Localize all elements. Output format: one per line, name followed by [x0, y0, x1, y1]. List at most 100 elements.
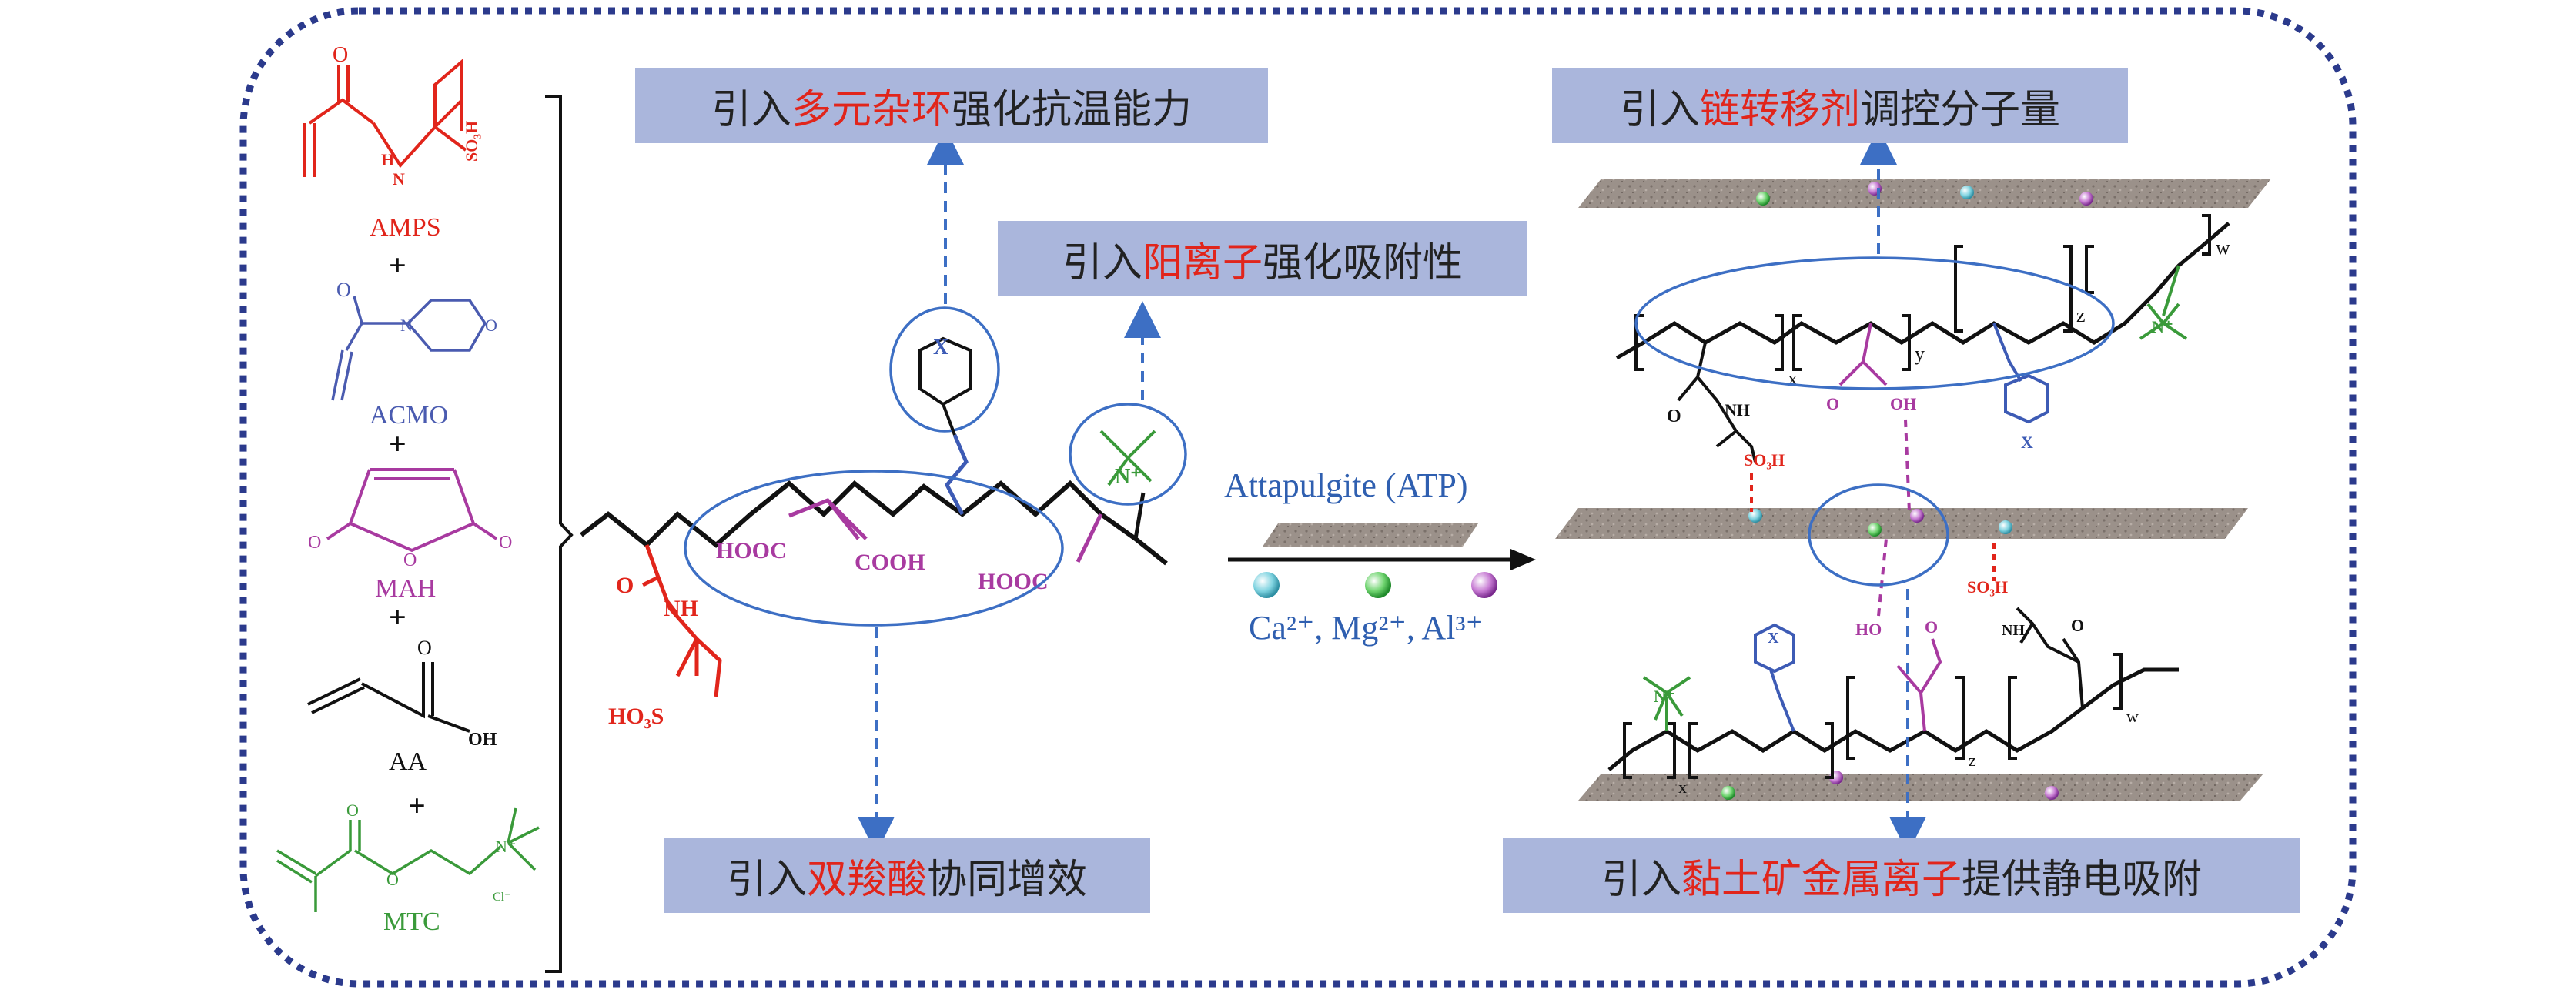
plus-2: + [389, 426, 406, 461]
sub-z-upper: z [2076, 304, 2086, 326]
monomer-amps [303, 58, 467, 177]
ion-top-1 [1756, 192, 1770, 206]
atom-o-mah-ring: O [403, 550, 417, 570]
ions-label: Ca²⁺, Mg²⁺, Al³⁺ [1249, 609, 1484, 647]
group-so3h-amps: SO₃H [462, 121, 481, 162]
sub-y-upper: y [1915, 343, 1925, 365]
atom-n-plus-polymer: N⁺ [1115, 465, 1142, 489]
group-hooc-2: HOOC [978, 569, 1049, 594]
group-so3h-lower: SO₃H [1967, 577, 2008, 597]
ion-bot-3 [2045, 786, 2059, 800]
atom-x-upper: X [2021, 433, 2033, 452]
reagent-label: Attapulgite (ATP) [1224, 466, 1468, 504]
sub-x-lower: x [1678, 777, 1687, 797]
polymer-side-ring-link [945, 434, 969, 516]
label-dicarboxylic: 引入双羧酸协同增效 [664, 838, 1150, 913]
label-chain-transfer-pre: 引入 [1619, 86, 1700, 133]
clay-sheet-middle [1555, 508, 2248, 539]
label-cation-post: 强化吸附性 [1263, 239, 1464, 286]
group-hn-lower: NH [2002, 622, 2025, 639]
group-nh-polymer: NH [664, 596, 698, 621]
group-oh-aa: OH [468, 730, 497, 750]
group-hooc-1: HOOC [716, 538, 787, 563]
atom-o-upper: O [1667, 406, 1681, 426]
atom-o-mtc-top: O [346, 801, 359, 820]
dotted-frame [239, 7, 2357, 988]
lower-cation-side [1642, 676, 1691, 731]
chain-ellipse [1634, 256, 2115, 390]
lower-ring-side [1754, 623, 1795, 732]
ion-binding-ellipse [1808, 483, 1949, 587]
ion-al-icon [1471, 572, 1497, 598]
label-heterocycle-hl: 多元杂环 [791, 86, 952, 133]
label-heterocycle: 引入多元杂环强化抗温能力 [635, 68, 1268, 143]
atom-h-amps: H [381, 150, 394, 169]
ion-mid-4 [1999, 520, 2012, 534]
label-cation-pre: 引入 [1062, 239, 1142, 286]
sub-w-upper: w [2216, 236, 2230, 259]
polymer-side-carboxyl [788, 497, 868, 540]
polymer-backbone [580, 480, 1168, 566]
clay-sheet-bottom [1578, 774, 2263, 801]
upper-brackets [1634, 214, 2211, 371]
label-chain-transfer-post: 调控分子量 [1860, 86, 2061, 133]
monomer-acmo [331, 296, 487, 401]
carboxyl-ellipse [684, 470, 1064, 627]
label-clay-ions: 引入黏土矿金属离子提供静电吸附 [1503, 838, 2300, 913]
reaction-clay-sheet [1263, 523, 1478, 547]
polymer-side-amps [641, 544, 722, 697]
atom-n-mtc: N⁺ [495, 837, 517, 856]
label-cation-hl: 阳离子 [1142, 239, 1263, 286]
ion-bot-1 [1721, 786, 1735, 800]
atom-o-ring-acmo: O [485, 316, 497, 335]
label-clay-ions-post: 提供静电吸附 [1962, 856, 2203, 903]
atom-n-amps: N [393, 169, 405, 189]
upper-carboxyl-side [1838, 323, 1888, 386]
link-ho-clay [1877, 538, 1888, 617]
ion-mid-3 [1910, 509, 1924, 523]
monomer-mah [326, 468, 498, 553]
label-chain-transfer: 引入链转移剂调控分子量 [1552, 68, 2128, 143]
label-clay-ions-hl: 黏土矿金属离子 [1681, 856, 1962, 903]
atom-cl-mtc: Cl⁻ [493, 891, 511, 904]
atom-o-aa: O [417, 637, 432, 659]
ion-mg-icon [1365, 572, 1391, 598]
group-oh-upper: OH [1890, 394, 1916, 413]
ion-mid-2 [1868, 523, 1882, 537]
ion-top-4 [2079, 192, 2093, 206]
lower-brackets [1623, 653, 2123, 779]
polymer-side-cation [1133, 492, 1146, 540]
label-amps: AMPS [370, 213, 441, 242]
label-dicarboxylic-hl: 双羧酸 [806, 856, 927, 903]
group-so3h-upper: SO₃H [1744, 450, 1785, 470]
sub-z-lower: z [1969, 751, 1976, 770]
label-dicarboxylic-post: 协同增效 [927, 856, 1088, 903]
monomer-aa [307, 662, 470, 733]
clay-sheet-top [1578, 179, 2271, 208]
atom-o-carboxyl-lower: O [1925, 617, 1938, 637]
upper-amps-side [1677, 342, 1757, 463]
upper-cation-side [2139, 265, 2188, 340]
group-cooh-1: COOH [855, 550, 925, 575]
group-ho3s-polymer: HO₃S [608, 704, 664, 729]
atom-x-polymer: X [933, 336, 948, 359]
plus-1: + [389, 248, 406, 283]
label-acmo: ACMO [370, 401, 448, 430]
atom-o-mtc-ester: O [386, 870, 399, 889]
link-oh-clay [1904, 419, 1911, 513]
label-dicarboxylic-pre: 引入 [726, 856, 807, 903]
polymer-side-carboxyl-3 [1076, 513, 1103, 563]
atom-x-lower: X [1768, 630, 1779, 647]
atom-o-amps-lower: O [2071, 616, 2084, 635]
atom-o-carboxyl-upper: O [1826, 394, 1839, 413]
cation-methyls [1099, 430, 1156, 486]
heterocycle-ring [918, 336, 972, 436]
label-mtc: MTC [383, 908, 440, 936]
atom-o-polymer: O [616, 573, 634, 598]
monomer-mtc [276, 807, 540, 912]
label-heterocycle-pre: 引入 [711, 86, 791, 133]
cation-ellipse [1069, 403, 1187, 506]
lower-polymer-backbone [1607, 667, 2179, 771]
atom-n-plus-lower: N⁺ [1654, 687, 1675, 706]
